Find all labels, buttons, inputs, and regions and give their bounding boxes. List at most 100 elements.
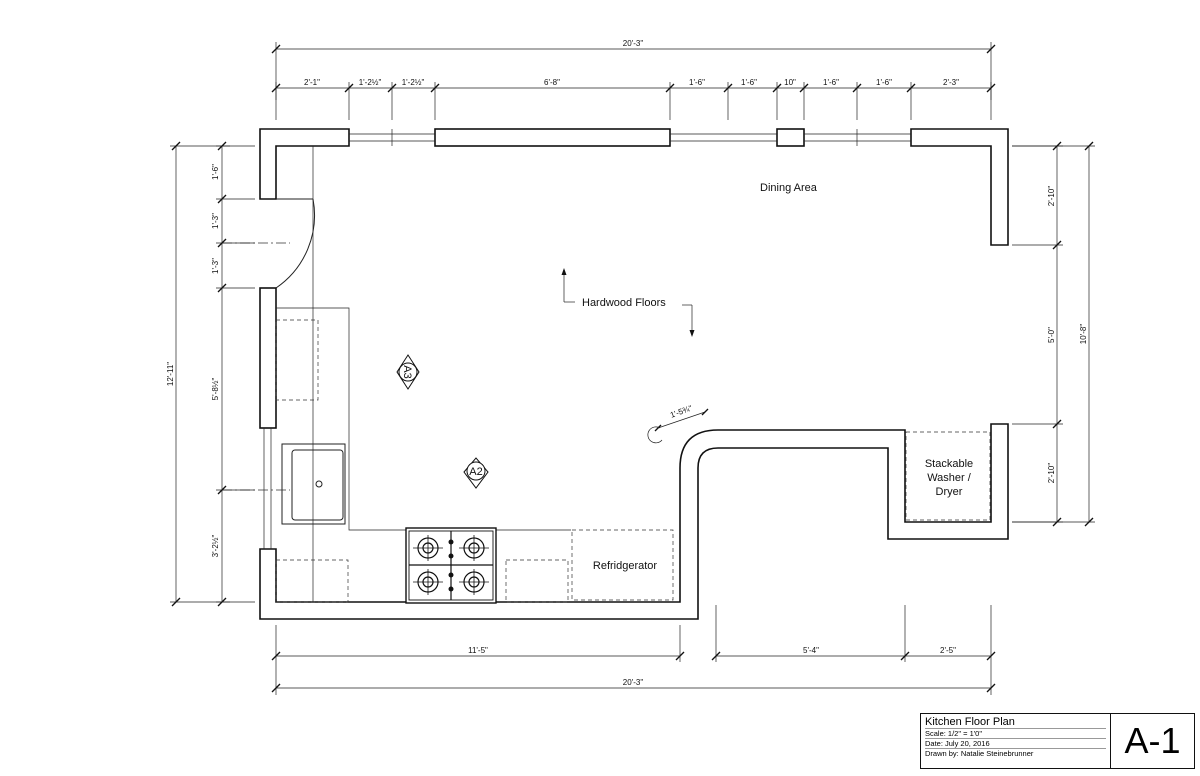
dimension-tick [217,141,227,151]
drawing-author: Drawn by: Natalie Steinebrunner [925,748,1106,758]
dim-top-seg-2: 1'-2½" [359,78,382,87]
drawing-title: Kitchen Floor Plan [925,716,1015,728]
wall-top-left-corner [259,128,350,200]
dimension-tick [799,83,809,93]
sink [281,443,346,525]
dimension-tick [665,83,675,93]
dim-top-seg-1: 2'-1" [304,78,320,87]
walls [259,128,1009,620]
dimension-tick [772,83,782,93]
dim-top-seg-3: 1'-2½" [402,78,425,87]
dim-left-seg-1: 1'-6" [211,164,220,180]
dimension-tick [1084,141,1094,151]
dimension-tick [986,44,996,54]
sheet-number: A-1 [1124,720,1181,761]
wall-kitchen-outline [259,423,1009,620]
title-block-info: Kitchen Floor Plan Scale: 1/2" = 1'0" Da… [921,714,1111,768]
dimension-tick [1084,517,1094,527]
dim-top-seg-4: 6'-8" [544,78,560,87]
dimension-tick [387,83,397,93]
stove [405,527,497,604]
hardwood-floors-note: Hardwood Floors [561,268,695,337]
dim-left-seg-3: 1'-3" [211,258,220,274]
refrigerator-outline [571,529,674,601]
refrigerator-label: Refridgerator [593,560,658,572]
dim-left-seg-2: 1'-3" [211,213,220,229]
dim-left-seg-4: 5'-8½" [211,378,220,401]
dimension-tick [986,651,996,661]
dimension-tick [217,597,227,607]
dimension-tick [711,651,721,661]
dim-right-seg-1: 2'-10" [1047,186,1056,207]
dim-bottom-right: 2'-5" [940,646,956,655]
dimension-tick [217,238,227,248]
dimension-tick [344,83,354,93]
dimension-tick [675,651,685,661]
window-lines-top [349,129,911,146]
dimension-tick [217,194,227,204]
washer-dryer-outline [905,431,991,521]
drawing-scale: Scale: 1/2" = 1'0" [925,728,1106,738]
dimension-tick [271,683,281,693]
dimension-tick [171,141,181,151]
section-marker-a2: A2 [463,457,489,489]
dim-left-overall: 12'-11" [166,362,175,386]
hardwood-floors-label: Hardwood Floors [582,297,666,309]
dimension-tick [1052,419,1062,429]
dimension-tick [900,651,910,661]
dimensions-bottom: 11'-5" 5'-4" 2'-5" 20'-3" [271,605,996,695]
dimension-tick [271,44,281,54]
dimension-tick [271,651,281,661]
dimensions-right: 10'-8" 2'-10" 5'-0" 2'-10" [1012,141,1095,527]
dining-area-label: Dining Area [760,182,818,194]
dimensions-top: 20'-3" 2'-1" 1'-2½" 1'-2½" 6'-8" 1'-6" 1… [271,39,996,120]
wall-left-middle [259,287,277,429]
dim-top-seg-6: 1'-6" [741,78,757,87]
dimension-tick [852,83,862,93]
dimension-tick [271,83,281,93]
dim-bottom-left: 11'-5" [468,646,488,655]
dim-top-seg-9: 1'-6" [876,78,892,87]
dim-right-overall: 10'-8" [1079,324,1088,345]
drawing-date: Date: July 20, 2016 [925,738,1106,748]
dim-right-seg-2: 5'-0" [1047,327,1056,343]
dimension-tick [1052,141,1062,151]
dimension-tick [723,83,733,93]
dimension-tick [1052,240,1062,250]
dim-left-seg-5: 3'-2½" [211,535,220,558]
washer-dryer-label: Stackable Washer / Dryer [925,458,973,498]
dimension-tick [217,485,227,495]
dimension-tick [906,83,916,93]
dim-right-seg-3: 2'-10" [1047,463,1056,484]
dim-top-seg-10: 2'-3" [943,78,959,87]
dimension-tick [986,83,996,93]
window-lines-left [263,428,272,549]
title-block: Kitchen Floor Plan Scale: 1/2" = 1'0" Da… [920,713,1195,769]
washer-dryer-line-1: Stackable [925,458,973,470]
wall-top-pier [776,128,805,147]
dimension-tick [986,683,996,693]
washer-dryer-line-2: Washer / [927,472,972,484]
dimension-tick [171,597,181,607]
dimension-tick [430,83,440,93]
dimension-tick [1052,517,1062,527]
wall-top-right-corner [910,128,1009,246]
section-a3-label: A3 [401,365,413,378]
dim-top-seg-5: 1'-6" [689,78,705,87]
dim-bottom-overall: 20'-3" [623,678,644,687]
washer-dryer-line-3: Dryer [936,486,963,498]
cabinets [275,319,991,603]
door-swing [275,146,315,602]
wall-top-middle [434,128,671,147]
dimensions-left: 12'-11" 1'-6" 1'-3" 1'-3" 5'-8½" 3'-2½" [166,141,255,607]
dim-top-overall: 20'-3" [623,39,644,48]
dim-top-seg-8: 1'-6" [823,78,839,87]
dim-top-seg-7: 10" [784,78,796,87]
center-lines [222,242,290,491]
section-a2-label: A2 [469,466,482,478]
section-marker-a3: A3 [396,354,420,390]
dim-bottom-mid: 5'-4" [803,646,819,655]
counter-outline [276,307,571,531]
dimension-tick [217,283,227,293]
